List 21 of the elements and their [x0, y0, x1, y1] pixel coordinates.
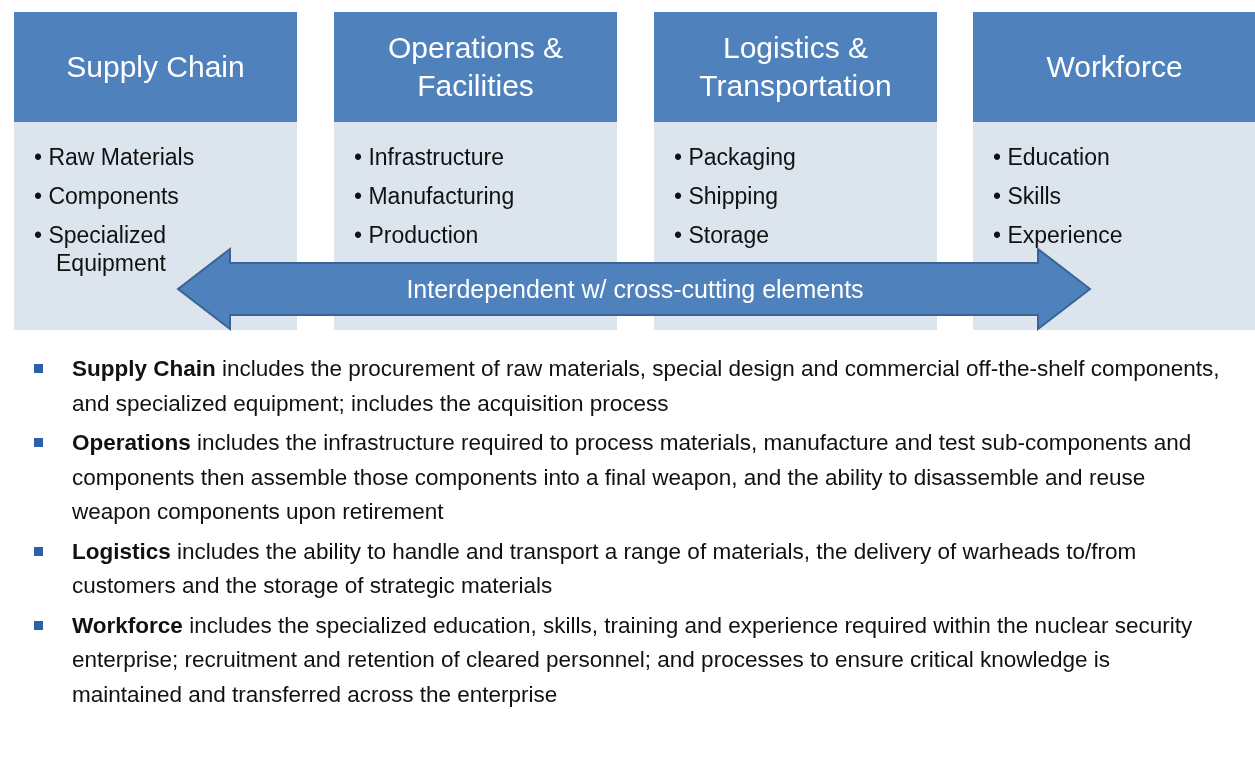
bullet-item: • Specialized Equipment: [34, 221, 168, 277]
arrow-label: Interdependent w/ cross-cutting elements: [405, 274, 865, 305]
bullet-item: • Experience: [993, 221, 1124, 249]
bullet-item: • Raw Materials: [34, 143, 195, 171]
column-heading: Operations & Facilities: [334, 12, 617, 122]
bullet-paragraph: Workforce includes the specialized education, skills, training and experience required within the nuclear security enterprise; recruitment and retention of cleared personnel; and processes to ensure critical knowledge is maintained and transferred across the enterprise: [72, 611, 1194, 709]
column-heading: Workforce: [973, 12, 1255, 122]
category-column: [973, 12, 1255, 330]
bullet-item: • Infrastructure: [354, 143, 505, 171]
bullet-item: • Production: [354, 221, 480, 249]
bullet-item: • Storage: [674, 221, 770, 249]
bullet-item: • Education: [993, 143, 1111, 171]
column-heading: Supply Chain: [14, 12, 297, 122]
bullet-item: • Shipping: [674, 182, 779, 210]
bullet-item: • Skills: [993, 182, 1063, 210]
bullet-item: • Components: [34, 182, 180, 210]
double-headed-arrow: [176, 246, 1092, 332]
bullet-item: • Manufacturing: [354, 182, 516, 210]
category-column: [14, 12, 297, 330]
bullet-item: • Packaging: [674, 143, 797, 171]
column-heading: Logistics & Transportation: [654, 12, 937, 122]
